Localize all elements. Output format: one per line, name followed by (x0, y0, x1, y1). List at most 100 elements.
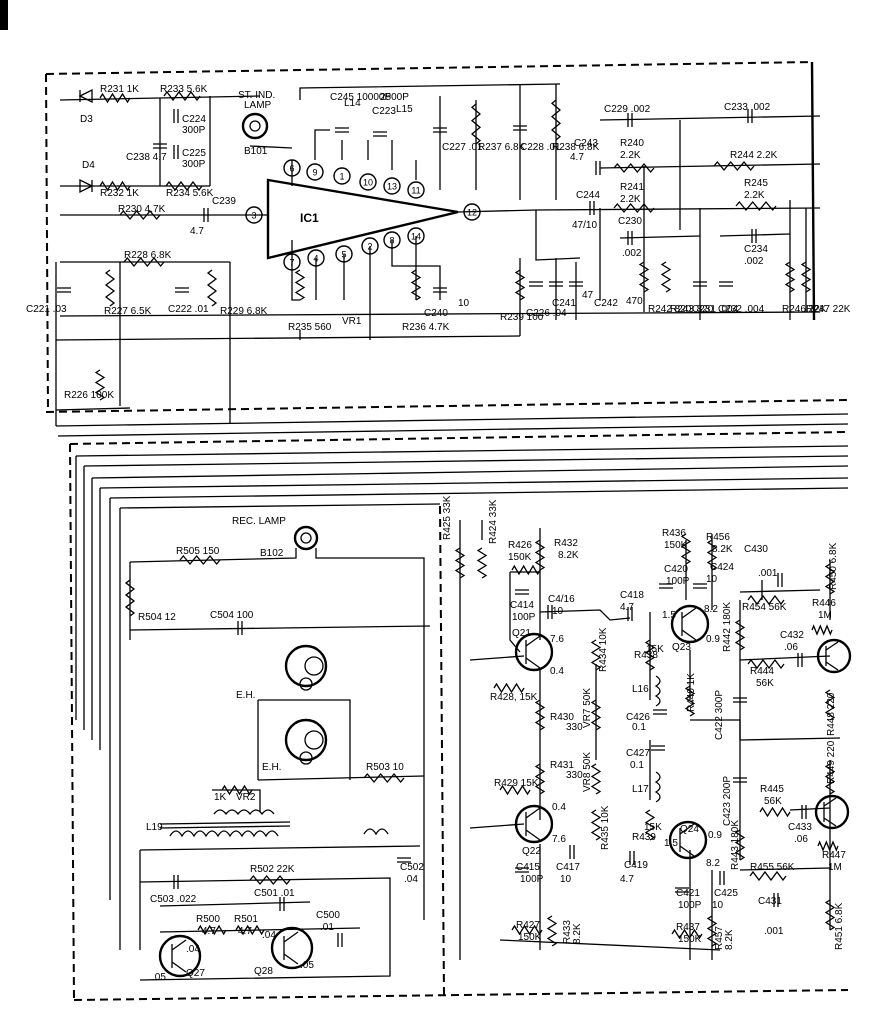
r445-resistor (759, 806, 791, 818)
vr2-label: VR2 (236, 792, 256, 803)
c426-capacitor (653, 709, 667, 715)
r433-resistor (546, 915, 558, 947)
c244-label: C244 (576, 190, 600, 201)
r425-resistor (454, 547, 466, 579)
r427-value: 150K (518, 932, 542, 943)
r447-label: R447 (822, 850, 846, 861)
c426-label: C426 (626, 712, 650, 723)
transistor-q22 (514, 804, 554, 844)
c245-capacitor (335, 127, 349, 133)
q28-emitter-voltage: .05 (300, 960, 314, 971)
c416-value: 10 (552, 606, 564, 617)
c500-label: C500 (316, 910, 340, 921)
q21-label: Q21 (512, 628, 531, 639)
c424-label: C424 (710, 562, 734, 573)
r232-label: R232 1K (100, 188, 139, 199)
lower-right-components (454, 533, 839, 947)
r504-label: R504 12 (138, 612, 176, 623)
c225-capacitor (173, 145, 179, 159)
ic1-pin-1 (333, 167, 351, 185)
st-ind-lamp (241, 112, 269, 140)
r226-label: R226 100K (64, 390, 114, 401)
r447-value: 1M (828, 862, 842, 873)
c418-value: 4.7 (620, 602, 634, 613)
c228-capacitor (513, 125, 527, 131)
bus-lines (55, 262, 849, 950)
r444-label: R444 (750, 666, 774, 677)
c233-capacitor (747, 109, 753, 123)
c243-value: 4.7 (570, 152, 584, 163)
q24-emitter-voltage: 0.9 (708, 830, 722, 841)
r457-resistor (706, 915, 718, 947)
r500-value: 4.7 (202, 926, 216, 937)
q22-emitter-voltage: 0.4 (552, 802, 566, 813)
r438-value: 15K (646, 644, 664, 655)
l16-label: L16 (632, 684, 649, 695)
r439-value: 15K (644, 822, 662, 833)
r428-label: R428, 15K (490, 692, 538, 703)
c414-capacitor (515, 589, 529, 595)
r244-resistor (713, 160, 755, 172)
ic1-amplifier: IC1 (266, 178, 459, 260)
c431-value: .001 (764, 926, 784, 937)
c224-capacitor (173, 109, 179, 123)
c414-value: 100P (512, 612, 536, 623)
transistor-q27 (158, 934, 202, 978)
r437-label: R437 (676, 922, 700, 933)
r445-value: 56K (764, 796, 782, 807)
r501-resistor (235, 924, 265, 936)
diode-d4 (79, 178, 94, 194)
c226-label: C226 .04 (526, 308, 567, 319)
r434-resistor (590, 639, 602, 671)
r424-label: R424 33K (488, 499, 499, 544)
c223-capacitor (373, 131, 387, 137)
vr7-resistor (590, 699, 602, 731)
r433-value: 8.2K (572, 923, 583, 944)
r457-label: R457 (714, 926, 725, 950)
c417-label: C417 (556, 862, 580, 873)
c425-capacitor (719, 871, 725, 885)
q21-emitter-voltage: 0.4 (550, 666, 564, 677)
r246-resistor (784, 261, 796, 293)
q28-label: Q28 (254, 966, 273, 977)
c415-capacitor (515, 867, 529, 873)
c240-capacitor (433, 287, 447, 293)
c229-label: C229 .002 (604, 104, 651, 115)
r427-resistor (511, 924, 543, 936)
c230-value: .002 (622, 248, 642, 259)
c502-capacitor (397, 857, 411, 863)
c245-label: C245 10000P (330, 92, 391, 103)
r243-label: R243 820 (670, 304, 714, 315)
upper-capacitors (57, 109, 757, 293)
r438-resistor (644, 639, 656, 671)
c229-capacitor (627, 113, 633, 127)
r244-label: R244 2.2K (730, 150, 778, 161)
q21-collector-voltage: 7.6 (550, 634, 564, 645)
c427-value: 0.1 (630, 760, 644, 771)
r505-resistor (179, 554, 221, 566)
r442-resistor (734, 619, 746, 651)
c422-label: C422 300P (714, 690, 725, 740)
c433-label: C433 (788, 822, 812, 833)
c425-label: C425 (714, 888, 738, 899)
c415-label: C415 (516, 862, 540, 873)
r432-resistor (534, 539, 546, 571)
c240-value: 10 (458, 298, 470, 309)
c426-value: 0.1 (632, 722, 646, 733)
c433-value: .06 (794, 834, 808, 845)
r234-label: R234 5.6K (166, 188, 214, 199)
r444-resistor (747, 658, 785, 670)
ic1-pin-9-number: 9 (312, 168, 317, 178)
r443-resistor (734, 829, 746, 861)
c230-label: C230 (618, 216, 642, 227)
r239-resistor (514, 269, 526, 301)
registration-mark (0, 0, 8, 30)
c224-value: 300P (182, 125, 206, 136)
rec-lamp-label: REC. LAMP (232, 516, 286, 527)
r501-value: 4.7 (238, 926, 252, 937)
c420-value: 100P (666, 576, 690, 587)
c242-value: 470 (626, 296, 643, 307)
r448-resistor (824, 689, 836, 721)
c502-label: C502 (400, 862, 424, 873)
c424-capacitor (693, 583, 707, 589)
